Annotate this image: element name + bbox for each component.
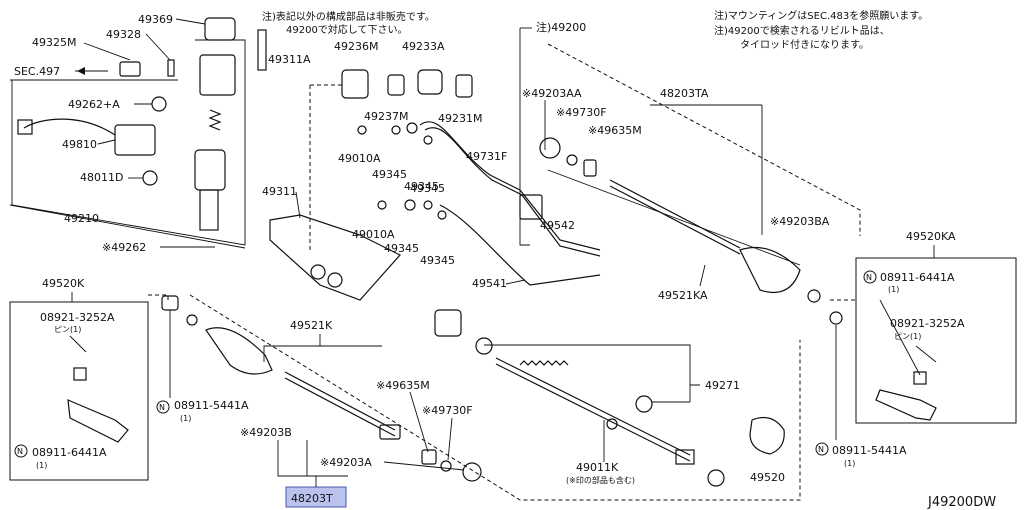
label-49325M: 49325M bbox=[32, 36, 76, 49]
label-08911-6441A-left: 08911-6441A bbox=[32, 446, 107, 459]
label-49521KA: 49521KA bbox=[658, 289, 708, 302]
qty-08911-6441A-left: (1) bbox=[36, 461, 47, 470]
label-49520KA: 49520KA bbox=[906, 230, 956, 243]
label-49730F-1: ※49730F bbox=[556, 106, 607, 119]
valve-group bbox=[9, 17, 267, 249]
label-49011K: 49011K bbox=[576, 461, 619, 474]
label-49730F-2: ※49730F bbox=[422, 404, 473, 417]
label-49635M-1: ※49635M bbox=[588, 124, 642, 137]
label-49200: 注)49200 bbox=[536, 20, 586, 34]
label-49236M: 49236M bbox=[334, 40, 378, 53]
right-note-3: タイロッド付きになります。 bbox=[740, 38, 869, 51]
label-08911-6441A-right: 08911-6441A bbox=[880, 271, 955, 284]
right-note-1: 注)マウンティングはSEC.483を参照願います。 bbox=[714, 9, 928, 22]
label-49203AA: ※49203AA bbox=[522, 87, 582, 100]
label-49262A: 49262+A bbox=[68, 98, 120, 111]
label-49203B: ※49203B bbox=[240, 426, 292, 439]
label-48203TA: 48203TA bbox=[660, 87, 709, 100]
pin-08921-3252A-left: ピン(1) bbox=[54, 325, 81, 334]
label-48203T[interactable]: 48203T bbox=[291, 492, 333, 505]
label-49731F: 49731F bbox=[466, 150, 507, 163]
label-49369: 49369 bbox=[138, 13, 173, 26]
label-49262: ※49262 bbox=[102, 241, 146, 254]
label-sec-497: SEC.497 bbox=[14, 65, 60, 78]
center-note-1: 注)表記以外の構成部品は非販売です。 bbox=[262, 10, 435, 23]
label-49271: 49271 bbox=[705, 379, 740, 392]
label-49233A: 49233A bbox=[402, 40, 445, 53]
label-49635M-2: ※49635M bbox=[376, 379, 430, 392]
n-badge-right-1: N bbox=[866, 273, 872, 282]
label-49328: 49328 bbox=[106, 28, 141, 41]
qty-08911-5441A-left: (1) bbox=[180, 414, 191, 423]
diagram-id: J49200DW bbox=[927, 495, 996, 510]
label-49311A: 49311A bbox=[268, 53, 311, 66]
label-49345-4: 49345 bbox=[384, 242, 419, 255]
label-49810: 49810 bbox=[62, 138, 97, 151]
label-49345-3: 49345 bbox=[410, 182, 445, 195]
label-49010A-2: 49010A bbox=[352, 228, 395, 241]
label-49010A-1: 49010A bbox=[338, 152, 381, 165]
label-49311: 49311 bbox=[262, 185, 297, 198]
label-08921-3252A-left: 08921-3252A bbox=[40, 311, 115, 324]
qty-08911-5441A-right: (1) bbox=[844, 459, 855, 468]
label-49345-1: 49345 bbox=[372, 168, 407, 181]
label-49011K-note: (※印の部品も含む) bbox=[566, 475, 635, 485]
label-48011D: 48011D bbox=[80, 171, 123, 184]
pin-08921-3252A-right: ピン(1) bbox=[894, 332, 921, 341]
label-49237M: 49237M bbox=[364, 110, 408, 123]
label-08911-5441A-right: 08911-5441A bbox=[832, 444, 907, 457]
label-49520K: 49520K bbox=[42, 277, 85, 290]
label-49521K: 49521K bbox=[290, 319, 333, 332]
label-08921-3252A-right: 08921-3252A bbox=[890, 317, 965, 330]
n-badge-left-1: N bbox=[17, 447, 23, 456]
label-49345-2: 49345 bbox=[404, 180, 439, 193]
label-49231M: 49231M bbox=[438, 112, 482, 125]
label-49541: 49541 bbox=[472, 277, 507, 290]
label-49210: 49210 bbox=[64, 212, 99, 225]
label-49542: 49542 bbox=[540, 219, 575, 232]
label-49345-5: 49345 bbox=[420, 254, 455, 267]
center-note-2: 49200で対応して下さい。 bbox=[286, 23, 408, 36]
label-08911-5441A-left: 08911-5441A bbox=[174, 399, 249, 412]
n-badge-right-2: N bbox=[818, 445, 824, 454]
label-49203BA: ※49203BA bbox=[770, 215, 830, 228]
right-note-2: 注)49200で検索されるリビルト品は、 bbox=[714, 24, 890, 37]
n-badge-left-2: N bbox=[159, 403, 165, 412]
label-49520: 49520 bbox=[750, 471, 785, 484]
label-49203A: ※49203A bbox=[320, 456, 372, 469]
qty-08911-6441A-right: (1) bbox=[888, 285, 899, 294]
